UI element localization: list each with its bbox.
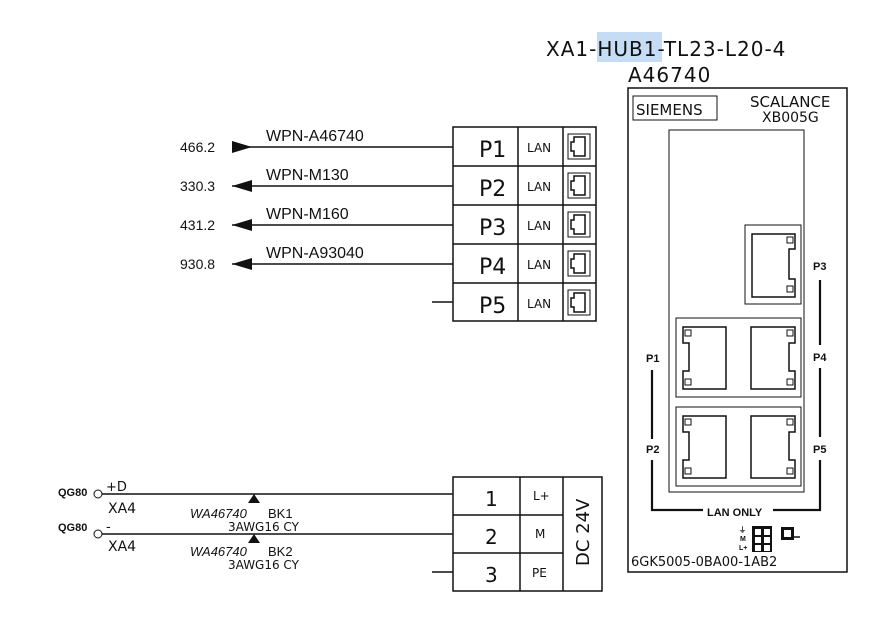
cable-length: 930.8: [180, 256, 215, 272]
port-label-p1: P1: [646, 353, 659, 365]
terminal-name: M: [535, 527, 545, 541]
model-line2: XB005G: [762, 110, 819, 126]
svg-text:L+: L+: [739, 545, 747, 552]
port-label: P1: [479, 138, 506, 163]
port-type: LAN: [527, 180, 551, 194]
tag-selection-highlight: [597, 32, 662, 62]
wire-id[interactable]: WA46740: [190, 544, 248, 559]
port-label-p5: P5: [813, 444, 826, 456]
terminal-circle-icon: [93, 529, 103, 539]
cable-length: 431.2: [180, 217, 215, 233]
part-number: 6GK5005-0BA00-1AB2: [631, 555, 777, 570]
port-label-p4: P4: [813, 352, 827, 364]
port-row[interactable]: 330.3 WPN-M130 P2 LAN: [180, 167, 591, 202]
wire-gauge: 3AWG16 CY: [228, 558, 300, 572]
svg-text:M: M: [740, 536, 746, 543]
arrow-in-icon: [232, 141, 252, 153]
terminal-number: 2: [485, 525, 498, 549]
connector-ref: XA4: [108, 539, 136, 555]
socket-p3: [744, 224, 802, 305]
housing-front: [668, 129, 805, 493]
port-row[interactable]: 930.8 WPN-A93040 P4 LAN: [180, 245, 591, 280]
terminal-circle-icon: [93, 489, 103, 499]
terminal-name: L+: [533, 489, 550, 503]
bracket-left: [650, 370, 703, 512]
power-connector-icon: ⏚ M L+: [739, 526, 772, 552]
wire-color: BK1: [268, 506, 293, 521]
device-subtag: A46740: [628, 63, 711, 87]
cable-label[interactable]: WPN-M160: [266, 206, 349, 223]
port-type: LAN: [527, 141, 551, 155]
device-illustration[interactable]: SIEMENS SCALANCE XB005G: [627, 87, 848, 573]
cable-label[interactable]: WPN-A46740: [266, 128, 364, 145]
terminal-number: 1: [485, 487, 498, 511]
arrow-out-icon: [232, 180, 252, 192]
port-table: [452, 126, 597, 322]
rj45-icon: [567, 133, 591, 160]
wire-color: BK2: [268, 544, 293, 559]
power-feed[interactable]: QG80 - XA4 WA46740 BK2 3AWG16 CY: [58, 520, 453, 572]
rj45-icon: [567, 289, 591, 316]
device-outline: [627, 87, 848, 573]
arrow-out-icon: [232, 219, 252, 231]
socket-p5: [750, 415, 796, 479]
signal-name: -: [106, 520, 111, 535]
port-type: LAN: [527, 258, 551, 272]
brand-label: SIEMENS: [636, 101, 703, 119]
model-line1: SCALANCE: [750, 93, 830, 111]
socket-p4: [750, 326, 796, 390]
rj45-icon: [567, 250, 591, 277]
port-row[interactable]: 466.2 WPN-A46740 P1 LAN: [180, 128, 591, 163]
socket-p2: [682, 415, 727, 479]
power-terminal-block[interactable]: 1 L+ 2 M 3 PE DC 24V: [452, 476, 603, 592]
socket-p1: [682, 326, 727, 390]
cable-label[interactable]: WPN-A93040: [266, 245, 364, 262]
svg-text:⏚: ⏚: [739, 526, 746, 534]
wire-marker-icon: [248, 494, 260, 503]
cable-label[interactable]: WPN-M130: [266, 167, 349, 184]
signal-name: +D: [106, 480, 127, 495]
connector-ref: XA4: [108, 501, 136, 517]
port-type: LAN: [527, 297, 551, 311]
cable-length: 466.2: [180, 139, 215, 155]
terminal-number: 3: [485, 563, 498, 587]
lan-only-label: LAN ONLY: [707, 507, 763, 519]
rj45-icon: [567, 172, 591, 199]
ground-symbol-icon: [781, 527, 800, 540]
port-label: P3: [479, 216, 506, 241]
brand-box: [632, 95, 718, 121]
port-label: P5: [479, 294, 506, 319]
socket-frame-upper: [675, 317, 802, 398]
terminal-name: PE: [532, 566, 547, 580]
port-label-p2: P2: [646, 444, 659, 456]
wire-marker-icon: [248, 534, 260, 543]
source-ref: QG80: [58, 522, 87, 534]
port-type: LAN: [527, 219, 551, 233]
port-label: P4: [479, 255, 506, 280]
port-row[interactable]: 431.2 WPN-M160 P3 LAN: [180, 206, 591, 241]
arrow-out-icon: [232, 258, 252, 270]
wire-gauge: 3AWG16 CY: [228, 520, 300, 534]
device-tag[interactable]: XA1-HUB1-TL23-L20-4: [546, 37, 786, 61]
source-ref: QG80: [58, 487, 87, 499]
rj45-icon: [567, 211, 591, 238]
port-row[interactable]: P5 LAN: [432, 289, 591, 319]
socket-frame-lower: [675, 406, 802, 487]
port-label-p3: P3: [813, 261, 826, 273]
cable-length: 330.3: [180, 178, 215, 194]
port-label: P2: [479, 177, 506, 202]
power-feed[interactable]: QG80 +D XA4 WA46740 BK1 3AWG16 CY: [58, 480, 453, 534]
wire-id[interactable]: WA46740: [190, 506, 248, 521]
bracket-right: [773, 280, 822, 512]
supply-voltage-label: DC 24V: [573, 498, 594, 566]
